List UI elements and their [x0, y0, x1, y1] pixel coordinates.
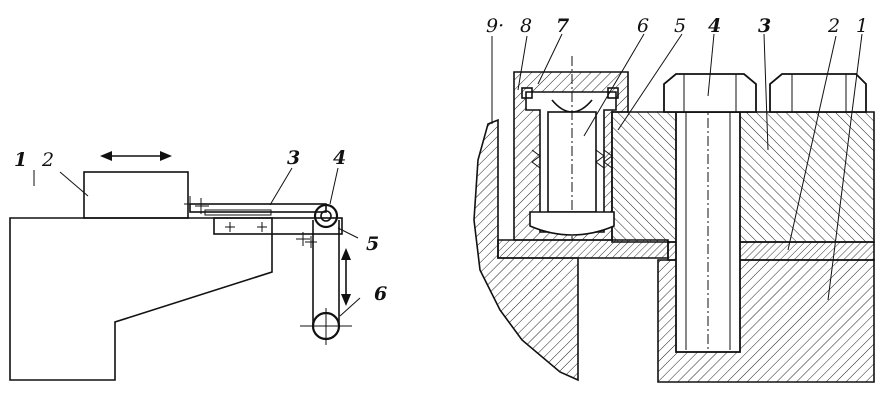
left-figure	[9, 151, 361, 381]
label-part-9: 9·	[486, 15, 504, 37]
upper-plate-part-3	[611, 111, 875, 243]
label-part-4-right: 4	[708, 15, 721, 37]
bolt-head	[663, 73, 757, 113]
label-part-3-right: 3	[758, 15, 771, 37]
base-body-part-1	[9, 217, 273, 381]
fastener-marks	[184, 196, 317, 248]
double-arrow-horizontal	[100, 151, 172, 161]
rod-part-3	[189, 203, 327, 213]
label-part-3-left: 3	[287, 147, 300, 169]
nut-right	[769, 73, 867, 113]
right-figure	[473, 33, 875, 383]
label-part-8: 8	[520, 15, 532, 37]
slider-part-2	[83, 171, 189, 219]
label-part-5-left: 5	[366, 233, 379, 255]
label-part-2-left: 2	[41, 149, 54, 171]
label-part-2-right: 2	[827, 15, 840, 37]
label-part-6-right: 6	[637, 15, 649, 37]
screw-foot	[529, 211, 615, 236]
thread-marks	[531, 149, 613, 169]
pulley-part-4	[313, 203, 339, 229]
double-arrow-vertical	[341, 248, 351, 306]
housing-part-9	[473, 118, 579, 382]
lever-bar	[213, 217, 343, 235]
label-part-5-right: 5	[674, 15, 686, 37]
label-part-4-left: 4	[333, 147, 346, 169]
label-part-1-left: 1	[14, 149, 27, 171]
label-part-1-right: 1	[856, 15, 868, 37]
label-part-6-left: 6	[374, 283, 387, 305]
label-part-7: 7	[556, 15, 569, 37]
